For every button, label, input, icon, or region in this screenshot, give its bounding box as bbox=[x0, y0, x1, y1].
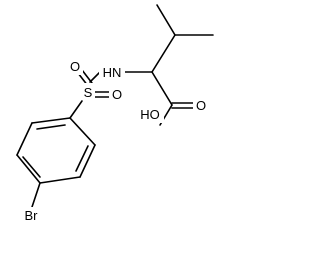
oxygen-top-label: O bbox=[70, 59, 80, 74]
ring-bond-4 bbox=[16, 154, 41, 184]
ring-inner-bond-3 bbox=[22, 156, 41, 178]
chemical-structure: HN S O O O HO Br bbox=[16, 4, 214, 224]
ring-bond-5 bbox=[16, 122, 33, 156]
ring-bond-6 bbox=[31, 117, 71, 124]
bond-methyl-top bbox=[156, 4, 176, 36]
sulfur-label: S bbox=[84, 85, 93, 100]
bond-sulfur-ring bbox=[69, 100, 83, 119]
oxygen-right-label: O bbox=[112, 87, 122, 102]
hydroxyl-label: HO bbox=[140, 107, 160, 122]
carbonyl-oxygen-label: O bbox=[196, 98, 206, 113]
nh-label: HN bbox=[103, 65, 122, 80]
bond-alpha-carboxyl bbox=[151, 71, 173, 106]
bond-isopropyl-alpha bbox=[151, 34, 176, 73]
ring-inner-bond-1 bbox=[36, 124, 66, 130]
ring-bond-1 bbox=[69, 117, 96, 146]
bromine-label: Br bbox=[25, 208, 39, 223]
ring-inner-bond-2 bbox=[75, 145, 89, 172]
ring-bond-3 bbox=[39, 176, 81, 184]
bond-sulfur-oxygen-top-b bbox=[81, 69, 93, 84]
bond-ring-bromine bbox=[31, 182, 41, 208]
ring-bond-2 bbox=[79, 144, 96, 178]
bond-nh-sulfur bbox=[89, 71, 101, 83]
